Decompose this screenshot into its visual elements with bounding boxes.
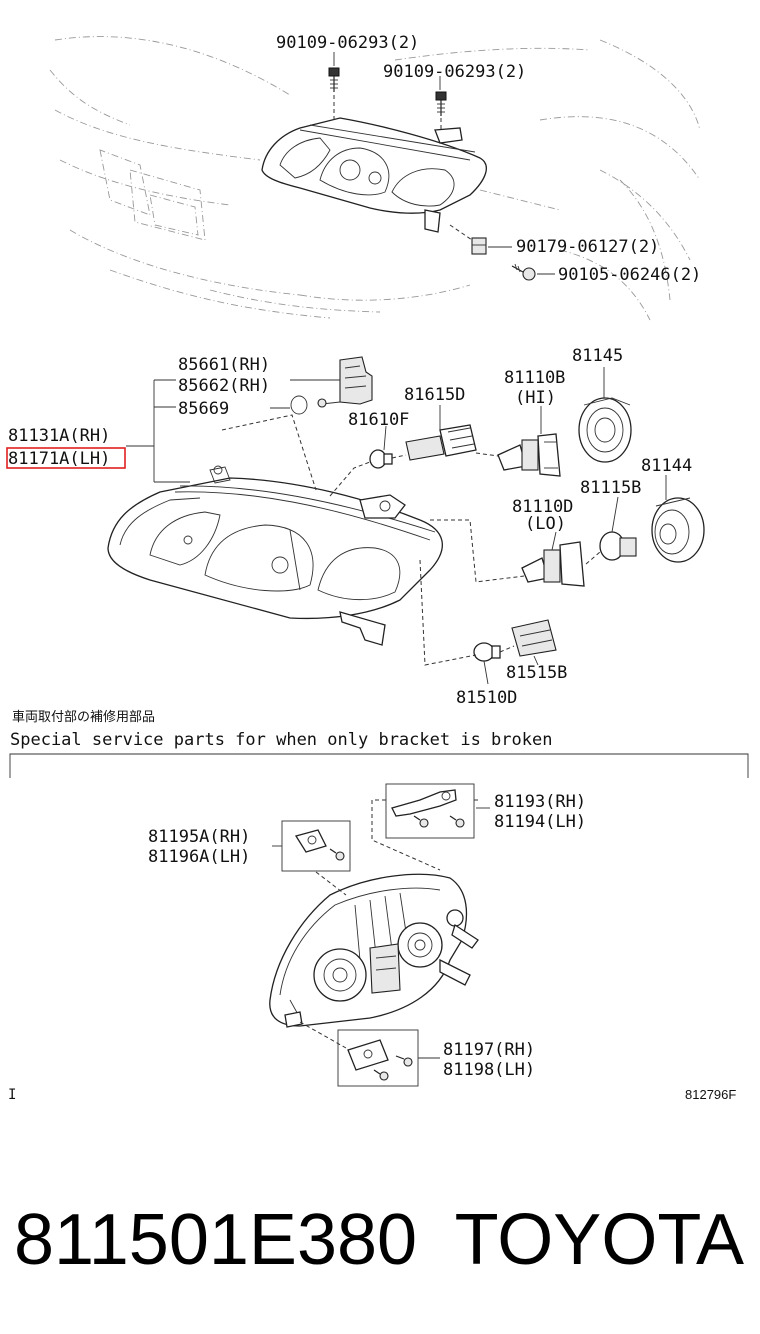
- label-81198: 81198(LH): [443, 1060, 535, 1080]
- cap-81145-icon: [578, 397, 632, 463]
- clip-icon: [449, 224, 487, 255]
- headlamp-installed-view: [261, 117, 487, 233]
- label-screw: 90105-06246(2): [558, 265, 701, 285]
- label-81510d: 81510D: [456, 688, 517, 708]
- label-hi: (HI): [515, 388, 556, 408]
- middle-leaders: [126, 367, 667, 685]
- label-81615d: 81615D: [404, 385, 465, 405]
- label-81610f: 81610F: [348, 410, 409, 430]
- label-81171a-highlighted: 81171A(LH): [8, 449, 110, 469]
- brand-name: TOYOTA: [454, 1200, 744, 1280]
- car-front-outline: [49, 36, 701, 321]
- bolt-b-icon: [435, 91, 447, 130]
- bracket-81195a-box: [281, 820, 351, 872]
- headlamp-exploded-view: [107, 465, 443, 646]
- label-81115b: 81115B: [580, 478, 641, 498]
- label-85669: 85669: [178, 399, 229, 419]
- bulb-81510d-icon: [473, 642, 501, 662]
- label-81110b: 81110B: [504, 368, 565, 388]
- label-81144: 81144: [641, 456, 692, 476]
- headlamp-rear-view: [269, 873, 479, 1028]
- label-85661: 85661(RH): [178, 355, 270, 375]
- label-81195a: 81195A(RH): [148, 827, 250, 847]
- label-81193: 81193(RH): [494, 792, 586, 812]
- bottom-leaders: [272, 799, 490, 1059]
- bracket-81193-box: [385, 783, 475, 839]
- footer: 811501E380 TOYOTA: [0, 1185, 760, 1295]
- corner-mark-left: I: [8, 1087, 16, 1103]
- label-81194: 81194(LH): [494, 812, 586, 832]
- bracket-81197-box: [337, 1029, 419, 1087]
- bulb-81610f-icon: [369, 449, 393, 469]
- label-85662: 85662(RH): [178, 376, 270, 396]
- service-note-english: Special service parts for when only brac…: [10, 730, 552, 750]
- figure-code: 812796F: [685, 1087, 736, 1102]
- label-clip: 90179-06127(2): [516, 237, 659, 257]
- service-note-japanese: 車両取付部の補修用部品: [12, 710, 155, 725]
- socket-85661-icon: [317, 356, 373, 408]
- label-81110d: 81110D: [512, 497, 573, 517]
- socket-81115b-icon: [599, 531, 637, 561]
- bulb-81110b-hi-icon: [497, 433, 561, 477]
- screw-icon: [511, 263, 536, 281]
- label-81515b: 81515B: [506, 663, 567, 683]
- o-ring-85669-icon: [290, 395, 308, 415]
- label-bolt-a: 90109-06293(2): [276, 33, 419, 53]
- bolt-a-icon: [328, 67, 340, 122]
- label-81196a: 81196A(LH): [148, 847, 250, 867]
- label-lo: (LO): [525, 514, 566, 534]
- bulb-81110d-lo-icon: [521, 541, 585, 587]
- label-bolt-b: 90109-06293(2): [383, 62, 526, 82]
- part-number: 811501E380: [14, 1200, 418, 1280]
- service-bracket-line: [9, 753, 749, 778]
- label-81131a: 81131A(RH): [8, 426, 110, 446]
- socket-81515b-icon: [511, 619, 557, 657]
- label-81145: 81145: [572, 346, 623, 366]
- socket-81615d-icon: [405, 424, 477, 461]
- highlight-box: [6, 447, 126, 469]
- label-81197: 81197(RH): [443, 1040, 535, 1060]
- cap-81144-icon: [651, 497, 705, 563]
